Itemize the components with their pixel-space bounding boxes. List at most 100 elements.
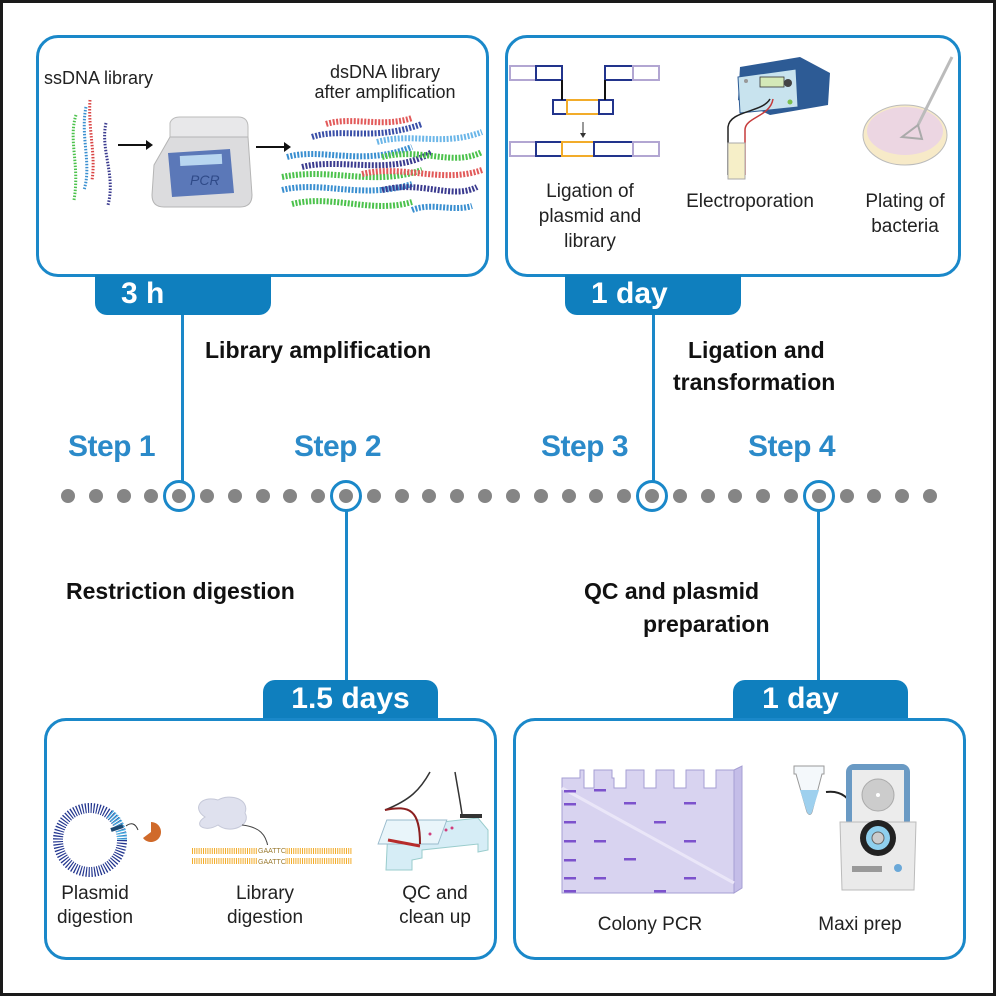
step2-label: Step 2 — [294, 430, 382, 463]
step3-phase-title-line2: transformation — [673, 369, 836, 395]
gel-band — [594, 840, 606, 843]
timeline-step-marker — [635, 480, 668, 512]
gel-band — [684, 877, 696, 880]
timeline-dot — [394, 489, 409, 503]
gel-band — [684, 802, 696, 805]
step2-duration-tab: 1.5 days — [263, 680, 438, 720]
electroporation-label: Electroporation — [686, 191, 814, 212]
gel-band — [594, 789, 606, 792]
timeline-dot — [61, 489, 75, 503]
timeline-dot — [478, 489, 493, 503]
timeline-dot — [505, 489, 520, 503]
timeline-dot — [227, 489, 242, 503]
ligation-label-line3: library — [564, 231, 616, 252]
gel-band — [654, 821, 666, 824]
plasmid-digestion-label-line1: Plasmid — [61, 883, 129, 904]
restriction-site-bottom: GAATTC — [258, 859, 286, 866]
plating-label-line1: Plating of — [865, 191, 945, 212]
electroporator-icon — [727, 57, 830, 180]
petri-dish-icon — [862, 56, 954, 166]
gel-band — [564, 890, 576, 893]
dsdna-library-icon — [281, 115, 484, 213]
gel-band — [594, 877, 606, 880]
dsdna-label-line1: dsDNA library — [329, 62, 441, 82]
ligation-icon — [509, 65, 660, 157]
agarose-gel-icon — [561, 765, 743, 894]
timeline-dot — [728, 489, 743, 503]
timeline-dot — [756, 489, 771, 503]
timeline-step-marker — [330, 480, 363, 512]
colony-pcr-label: Colony PCR — [597, 914, 703, 935]
timeline-dot — [867, 489, 882, 503]
timeline-dot — [783, 489, 798, 503]
gel-band — [564, 803, 576, 806]
gel-electrophoresis-icon — [377, 771, 489, 871]
step1-duration-tab: 3 h — [95, 275, 271, 315]
qc-cleanup-label-line2: clean up — [399, 907, 471, 928]
library-digestion-label-line1: Library — [235, 883, 295, 904]
timeline-step-marker — [163, 480, 196, 512]
timeline-dot — [589, 489, 604, 503]
gel-band — [624, 858, 636, 861]
restriction-site-top: GAATTC — [258, 848, 286, 855]
gel-band — [654, 890, 666, 893]
dsdna-label-line2: after amplification — [314, 82, 456, 102]
timeline-dot — [422, 489, 437, 503]
plasmid-digestion-label-line2: digestion — [56, 907, 134, 928]
timeline-dot — [144, 489, 159, 503]
qc-cleanup-label-line1: QC and — [402, 883, 468, 904]
ligation-label-line1: Ligation of — [546, 181, 634, 202]
gel-band — [564, 859, 576, 862]
gel-band — [564, 821, 576, 824]
arrow-right-icon — [256, 142, 291, 152]
pcr-device-label: PCR — [190, 172, 220, 188]
timeline-dot — [923, 489, 937, 503]
step4-phase-title-line2: preparation — [643, 611, 770, 637]
timeline-dot — [366, 489, 381, 503]
gel-band — [564, 840, 576, 843]
step2-phase-title: Restriction digestion — [66, 578, 295, 604]
step1-connector — [181, 315, 184, 483]
step3-duration-tab: 1 day — [565, 275, 741, 315]
step1-label: Step 1 — [68, 430, 156, 463]
timeline-dot — [311, 489, 326, 503]
timeline-dot — [672, 489, 687, 503]
timeline-dot — [617, 489, 632, 503]
timeline-dot — [895, 489, 910, 503]
library-digestion-icon: GAATTC GAATTC — [192, 796, 352, 867]
timeline-dot — [116, 489, 131, 503]
timeline-dot — [561, 489, 576, 503]
step4-duration-tab: 1 day — [733, 680, 908, 720]
gel-band — [564, 790, 576, 793]
timeline-dot — [88, 489, 103, 503]
timeline-dot — [283, 489, 298, 503]
plasmid-icon — [53, 803, 161, 877]
ssdna-strands-icon — [71, 99, 112, 206]
ligation-label-line2: plasmid and — [538, 206, 642, 227]
step3-phase-title-line1: Ligation and — [688, 337, 825, 363]
pcr-machine-icon: PCR — [151, 116, 253, 208]
timeline-dot — [255, 489, 270, 503]
step4-label: Step 4 — [748, 430, 836, 463]
timeline-dot — [200, 489, 215, 503]
step1-phase-title: Library amplification — [205, 337, 432, 363]
plating-label-line2: bacteria — [871, 216, 939, 237]
gel-band — [564, 877, 576, 880]
timeline-step-marker — [802, 480, 835, 512]
library-digestion-label-line2: digestion — [226, 907, 304, 928]
gel-band — [684, 840, 696, 843]
step3-connector — [652, 315, 655, 483]
gel-band — [624, 802, 636, 805]
centrifuge-icon — [793, 764, 917, 891]
timeline-dot — [533, 489, 548, 503]
timeline-dot — [839, 489, 854, 503]
step4-phase-title-line1: QC and plasmid — [584, 578, 760, 604]
ssdna-label: ssDNA library — [44, 68, 154, 88]
arrow-right-icon — [118, 140, 153, 150]
step4-connector — [817, 510, 820, 682]
maxi-prep-label: Maxi prep — [818, 914, 902, 935]
timeline-dot — [700, 489, 715, 503]
step2-connector — [345, 510, 348, 682]
timeline-dot — [450, 489, 465, 503]
step3-label: Step 3 — [541, 430, 629, 463]
